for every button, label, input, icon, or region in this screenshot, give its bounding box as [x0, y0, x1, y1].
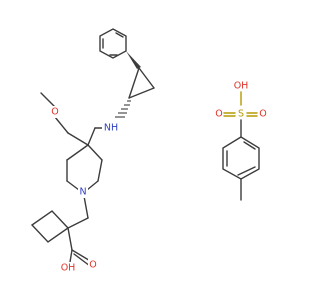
phenyl-ring: [99, 28, 127, 59]
sulfonyl-oxygen-right-label: O: [259, 109, 266, 120]
main-molecule: NH O N OH O: [30, 28, 155, 274]
sulfur-label: S: [238, 109, 244, 120]
piperidine-ring: [66, 144, 103, 191]
phenyl-cyclopropyl-wedge: [126, 51, 141, 69]
methoxymethyl-group: [40, 92, 89, 146]
molecule-canvas: NH O N OH O OH S O O: [30, 28, 267, 274]
n-ch2-bond: [83, 195, 89, 219]
piperidine-nitrogen-label: N: [79, 187, 86, 198]
ch2-quat-bond: [87, 127, 96, 146]
amine-nh-label: NH: [104, 123, 118, 134]
cyclopropane-ring: [128, 67, 155, 99]
sulfonyl-oxygen-left-label: O: [215, 109, 222, 120]
cyclobutane-ring: [30, 210, 70, 243]
tosic-acid-molecule: OH S O O: [215, 81, 267, 201]
cyclopropyl-nh-hashed-wedge: [115, 100, 131, 118]
toluene-ring: [222, 136, 260, 180]
methoxy-oxygen-label: O: [51, 107, 58, 118]
acid-hydroxyl-label: OH: [61, 263, 76, 274]
sulfonic-hydroxyl-label: OH: [234, 81, 249, 92]
ch2-cyclobutyl-bond: [67, 217, 89, 229]
acid-carbonyl-oxygen-label: O: [89, 260, 96, 271]
structure-drawing: NH O N OH O OH S O O: [30, 28, 267, 274]
